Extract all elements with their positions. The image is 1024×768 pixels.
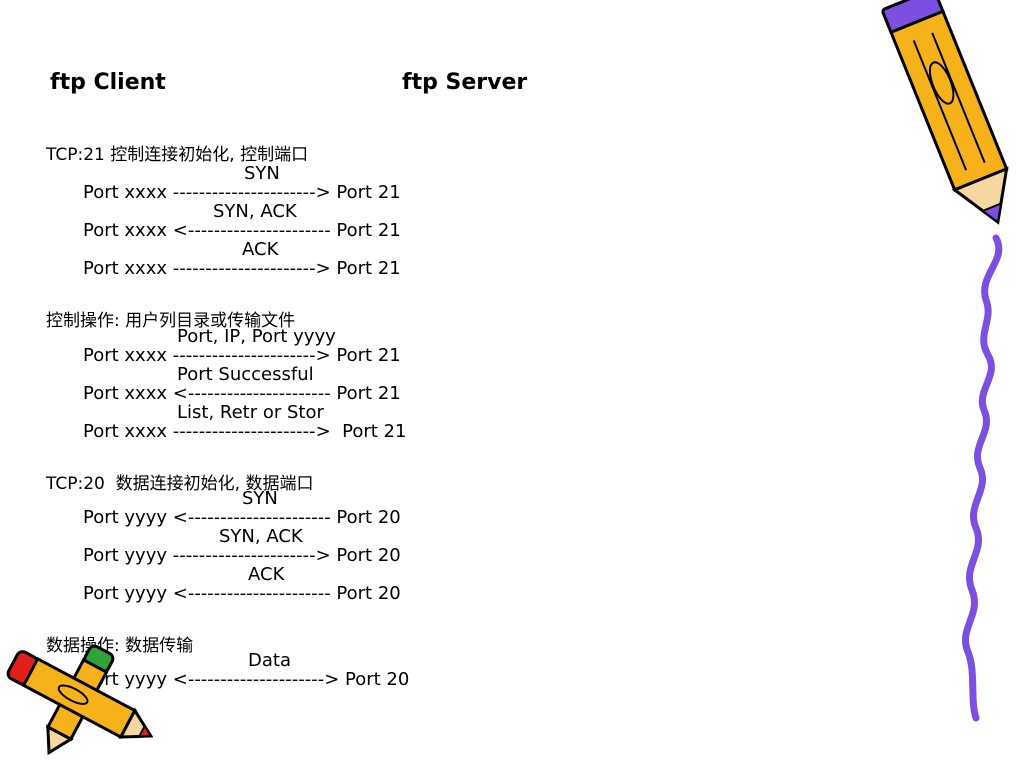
step-label: ACK [248,564,284,585]
client-header: ftp Client [50,70,166,95]
step-label: SYN, ACK [213,201,297,222]
step-line: Port xxxx <---------------------- Port 2… [83,220,401,241]
step-label: ACK [242,239,278,260]
step-line: Port xxxx <---------------------- Port 2… [83,383,401,404]
step-label: SYN [242,488,278,509]
step-line: Port xxxx ----------------------> Port 2… [83,258,401,279]
step-line: Port xxxx ----------------------> Port 2… [83,345,401,366]
step-label: Port Successful [177,364,314,385]
step-line: Port xxxx ----------------------> Port 2… [83,182,401,203]
step-label: Port, IP, Port yyyy [177,326,336,347]
pencil-icon [858,0,1024,730]
step-label: SYN [244,163,280,184]
step-line: Port yyyy <---------------------- Port 2… [83,583,401,604]
step-label: Data [248,650,291,671]
step-line: Port yyyy ----------------------> Port 2… [83,545,401,566]
step-label: List, Retr or Stor [177,402,324,423]
server-header: ftp Server [402,70,527,95]
step-line: Port xxxx ----------------------> Port 2… [83,421,406,442]
pencils-icon [0,636,160,756]
step-line: Port yyyy <---------------------- Port 2… [83,507,401,528]
step-label: SYN, ACK [219,526,303,547]
section-title: TCP:21 控制连接初始化, 控制端口 [46,140,308,165]
